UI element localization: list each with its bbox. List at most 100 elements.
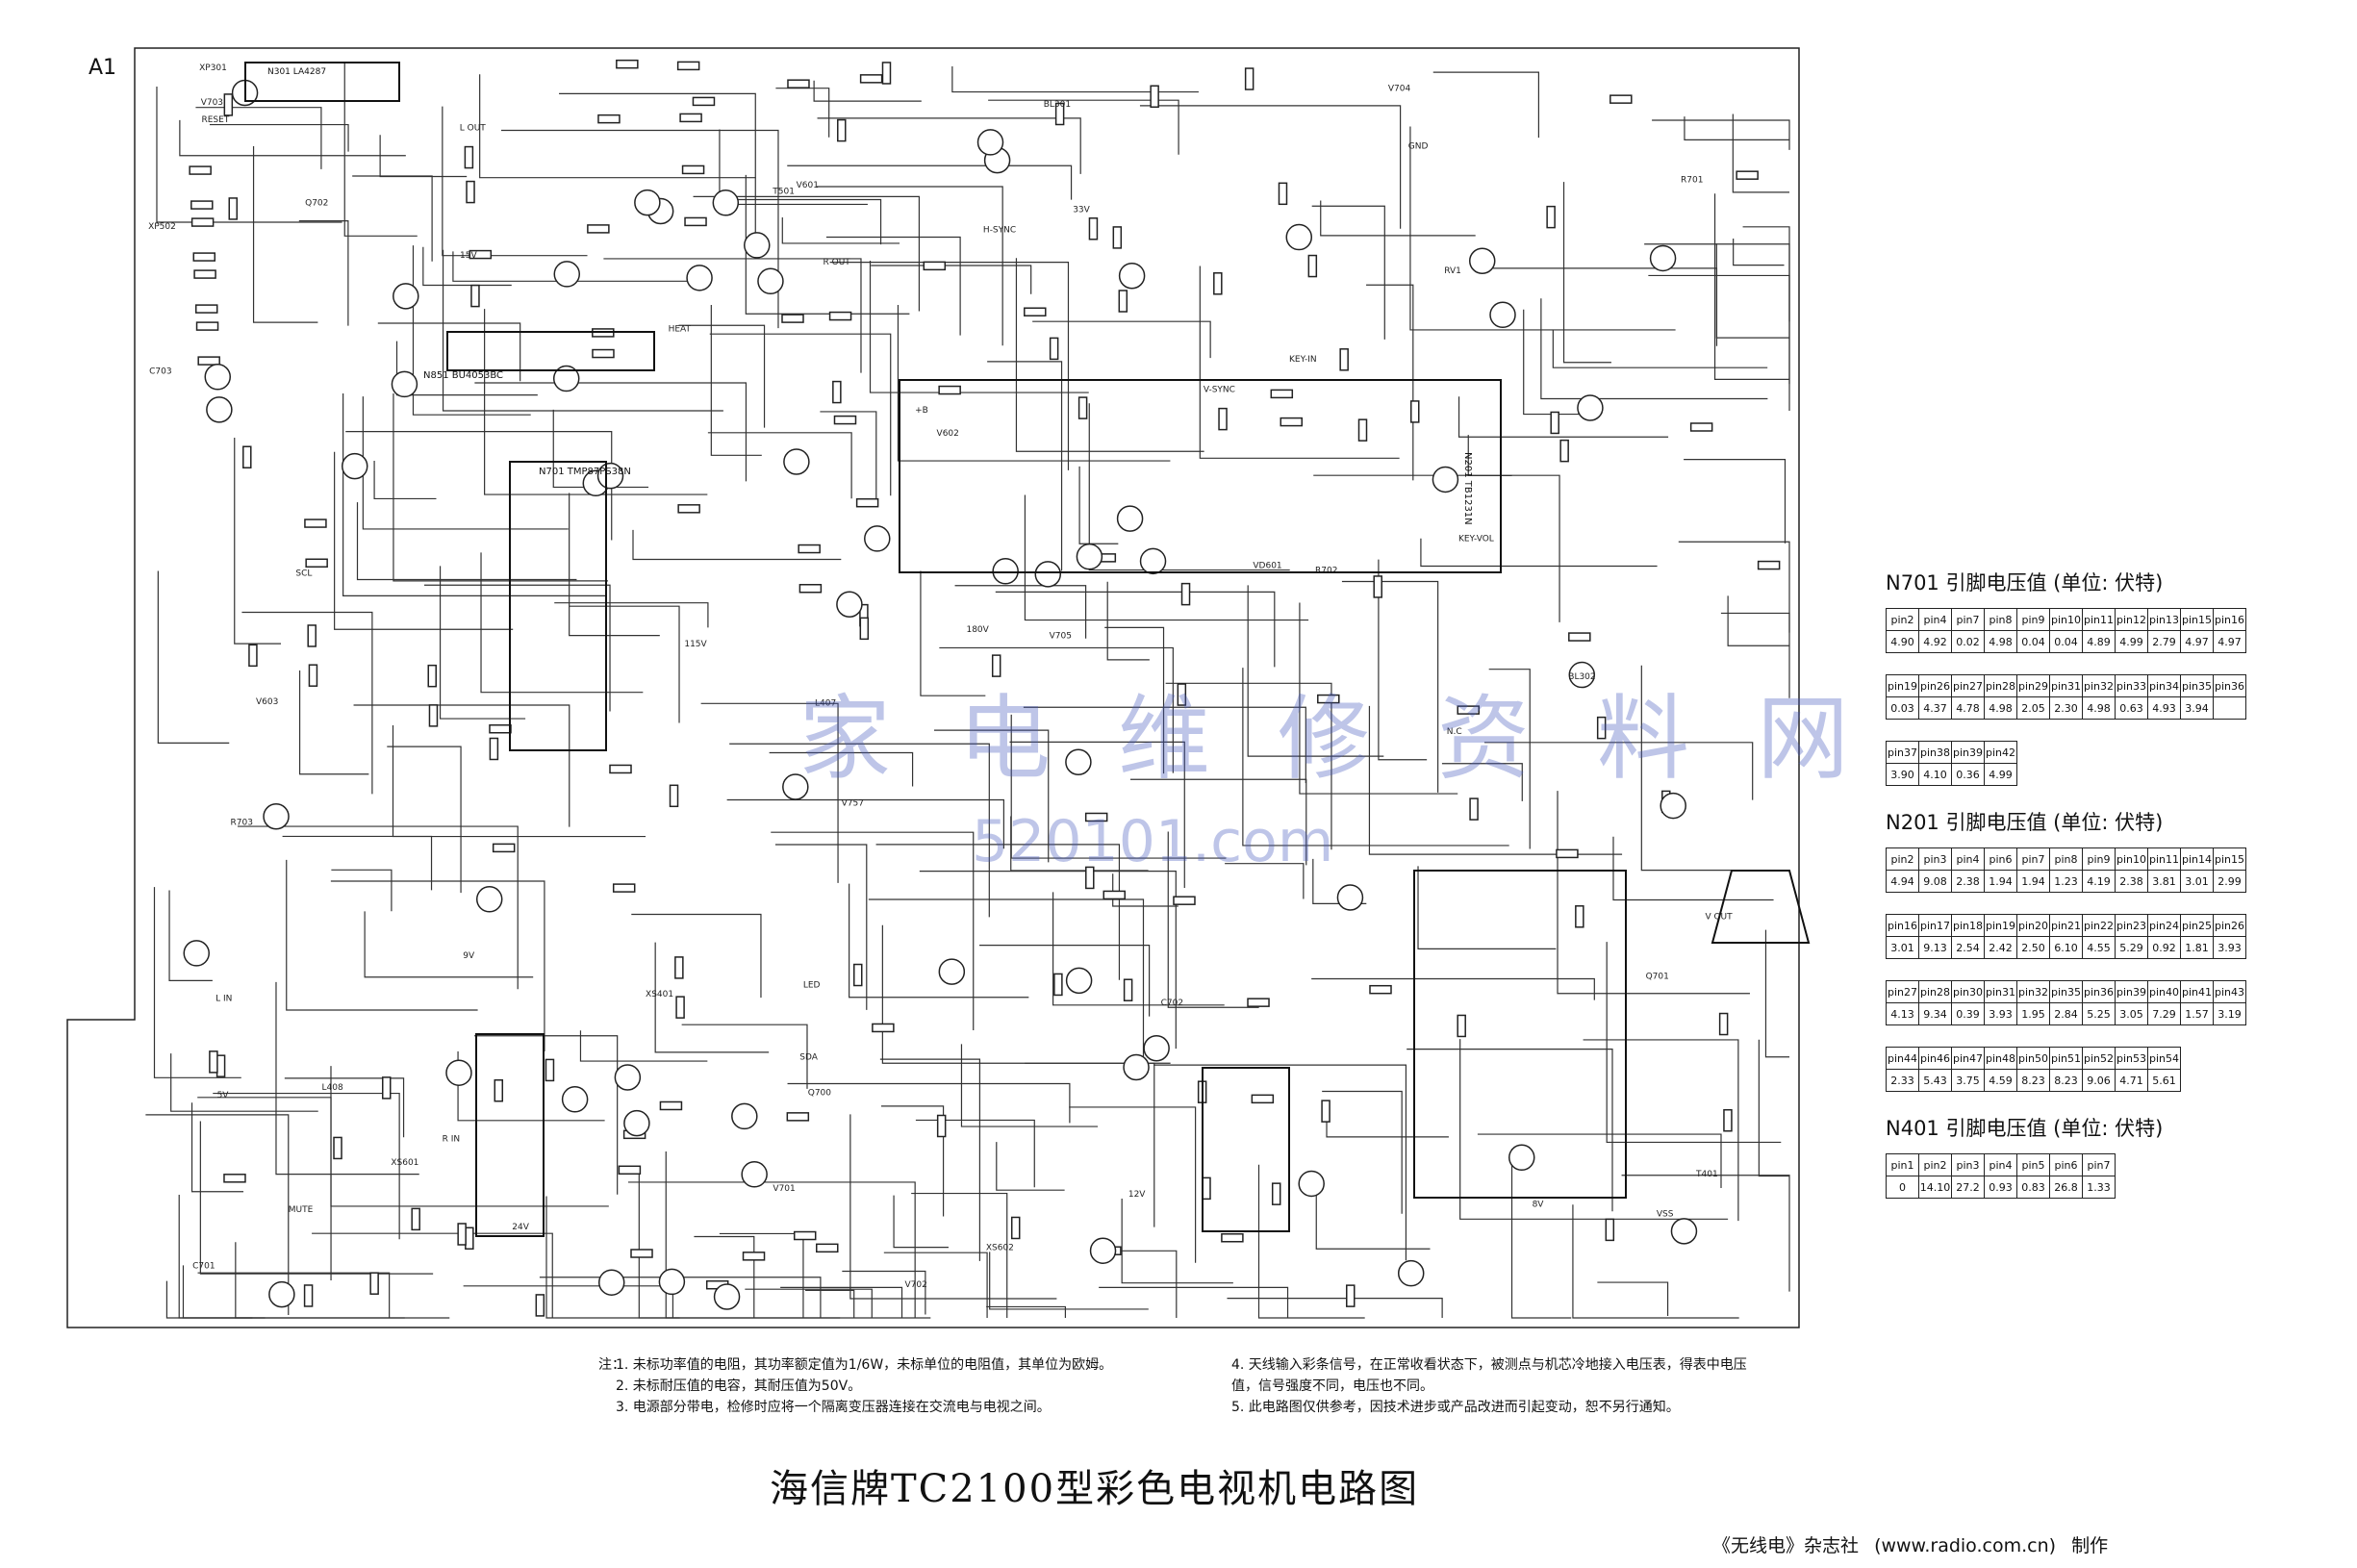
wire [1459,1039,1729,1220]
resistor-symbol [677,504,700,514]
wire [353,704,570,827]
transistor-symbol [391,370,418,398]
pin-label-cell: pin13 [2147,608,2181,631]
voltage-value-cell: 26.8 [2049,1176,2083,1199]
transistor-symbol [1118,262,1146,290]
wire [153,887,241,1078]
resistor-symbol [1221,1233,1244,1243]
wire [1540,298,1768,400]
transistor-symbol [731,1102,758,1130]
transistor-symbol [1139,547,1167,575]
component-label: V757 [842,799,864,809]
wire [1311,977,1595,1000]
wire [298,220,349,326]
transistor-symbol [712,190,740,216]
voltage-value-cell: 2.99 [2213,870,2246,893]
resistor-symbol [228,197,239,220]
wire [632,529,842,561]
resistor-symbol [1177,683,1187,706]
resistor-symbol [692,96,716,107]
wire [919,871,1177,1050]
publisher-url: (www.radio.com.cn) [1874,1535,2057,1556]
wire [694,1235,755,1318]
transistor-symbol [1432,466,1459,493]
wire [237,825,519,990]
pin-label-cell: pin37 [1886,741,1919,764]
wire [1648,274,1790,322]
component-label: XS602 [986,1244,1014,1253]
wire [710,304,762,456]
wire [995,591,1276,668]
component-label: MUTE [289,1205,314,1215]
transistor-symbol [623,1109,650,1137]
voltage-value-cell: 14.10 [1918,1176,1952,1199]
wire [422,246,512,287]
pin-label-cell: pin29 [2016,674,2050,697]
pin-label-cell: pin31 [2049,674,2083,697]
component-label: V-SYNC [1204,385,1235,394]
wire [539,1277,822,1318]
voltage-value-cell: 1.81 [2180,936,2214,959]
ic-n401-body [1202,1067,1290,1232]
wire [1121,1199,1233,1284]
resistor-symbol [786,1112,810,1122]
pin-label-cell: pin38 [1918,741,1952,764]
wire [780,1286,903,1318]
wire [1165,682,1332,850]
resistor-symbol [333,1136,342,1160]
voltage-value-cell: 1.57 [2180,1002,2214,1025]
wire [1099,1286,1289,1318]
resistor-symbol [1736,170,1759,180]
voltage-value-cell: 3.05 [2115,1002,2148,1025]
resistor-symbol [492,843,516,853]
resistor-symbol [1251,1094,1275,1104]
wire [787,164,1073,200]
wire [1457,396,1669,438]
wire [334,451,514,630]
resistor-symbol [684,216,707,227]
note-item: 2. 未标耐压值的电容，其耐压值为50V。 [616,1378,862,1394]
wire [1242,668,1509,847]
voltage-value-cell: 2.42 [1984,936,2017,959]
wire [1764,929,1789,1058]
component-label: 15V [460,251,477,261]
wire [1052,892,1225,1006]
voltage-value-cell: 4.93 [2147,696,2181,720]
pin-label-cell: pin31 [1984,980,2017,1003]
transistor-symbol [836,591,863,619]
wire [442,106,588,257]
resistor-symbol [597,114,621,124]
notes-column-right: 4. 天线输入彩条信号，在正常收看状态下，被测点与机芯冷地接入电压表，得表中电压… [1231,1354,1770,1418]
component-label: 8V [1533,1201,1545,1210]
ic-n301-label: N301 LA4287 [267,67,327,77]
wire [893,1195,949,1249]
pin-label-cell: pin23 [2115,914,2148,937]
notes-column-left: 1. 未标功率值的电阻，其功率额定值为1/6W，未标单位的电阻值，其单位为欧姆。… [616,1354,1112,1418]
wire [951,65,1199,93]
wire [330,1066,609,1207]
wire [364,911,534,978]
pin-label-cell: pin5 [2016,1153,2050,1176]
component-label: R703 [231,819,253,828]
voltage-value-cell: 4.98 [2082,696,2116,720]
transistor-symbol [1649,244,1677,272]
component-label: 115V [684,640,707,649]
wire [1299,602,1458,795]
transistor-symbol [864,525,891,552]
wire [1420,538,1658,568]
voltage-value-cell: 27.2 [1951,1176,1985,1199]
transistor-symbol [1336,884,1364,911]
transistor-symbol [263,803,290,830]
pin-label-cell: pin47 [1951,1047,1985,1070]
resistor-symbol [192,252,216,262]
resistor-symbol [1280,417,1304,427]
pin-label-cell: pin39 [2115,980,2148,1003]
wire [1106,581,1150,661]
pin-label-cell: pin7 [2082,1153,2116,1176]
pin-label-cell: pin35 [2049,980,2083,1003]
resistor-symbol [303,1284,314,1307]
component-label: V703 [201,98,223,108]
wire [745,174,910,315]
